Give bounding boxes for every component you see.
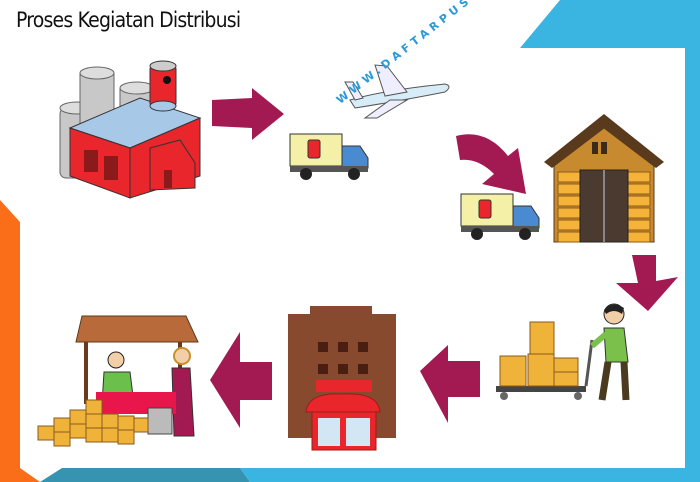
store-illustration	[288, 306, 396, 451]
truck-icon	[289, 133, 369, 180]
airplane-icon	[344, 64, 450, 119]
arrow-left-icon	[210, 332, 272, 428]
arrow-right-icon	[212, 88, 284, 140]
warehouse-illustration	[544, 114, 664, 243]
page-title: Proses Kegiatan Distribusi	[16, 8, 241, 32]
market-stall-illustration	[37, 315, 199, 447]
factory-illustration	[59, 60, 202, 199]
arrow-left-icon	[420, 345, 480, 423]
arrow-down-icon	[616, 255, 678, 311]
delivery-worker-illustration	[496, 303, 630, 401]
truck-icon	[460, 193, 540, 240]
arrow-curved-icon	[456, 134, 526, 194]
